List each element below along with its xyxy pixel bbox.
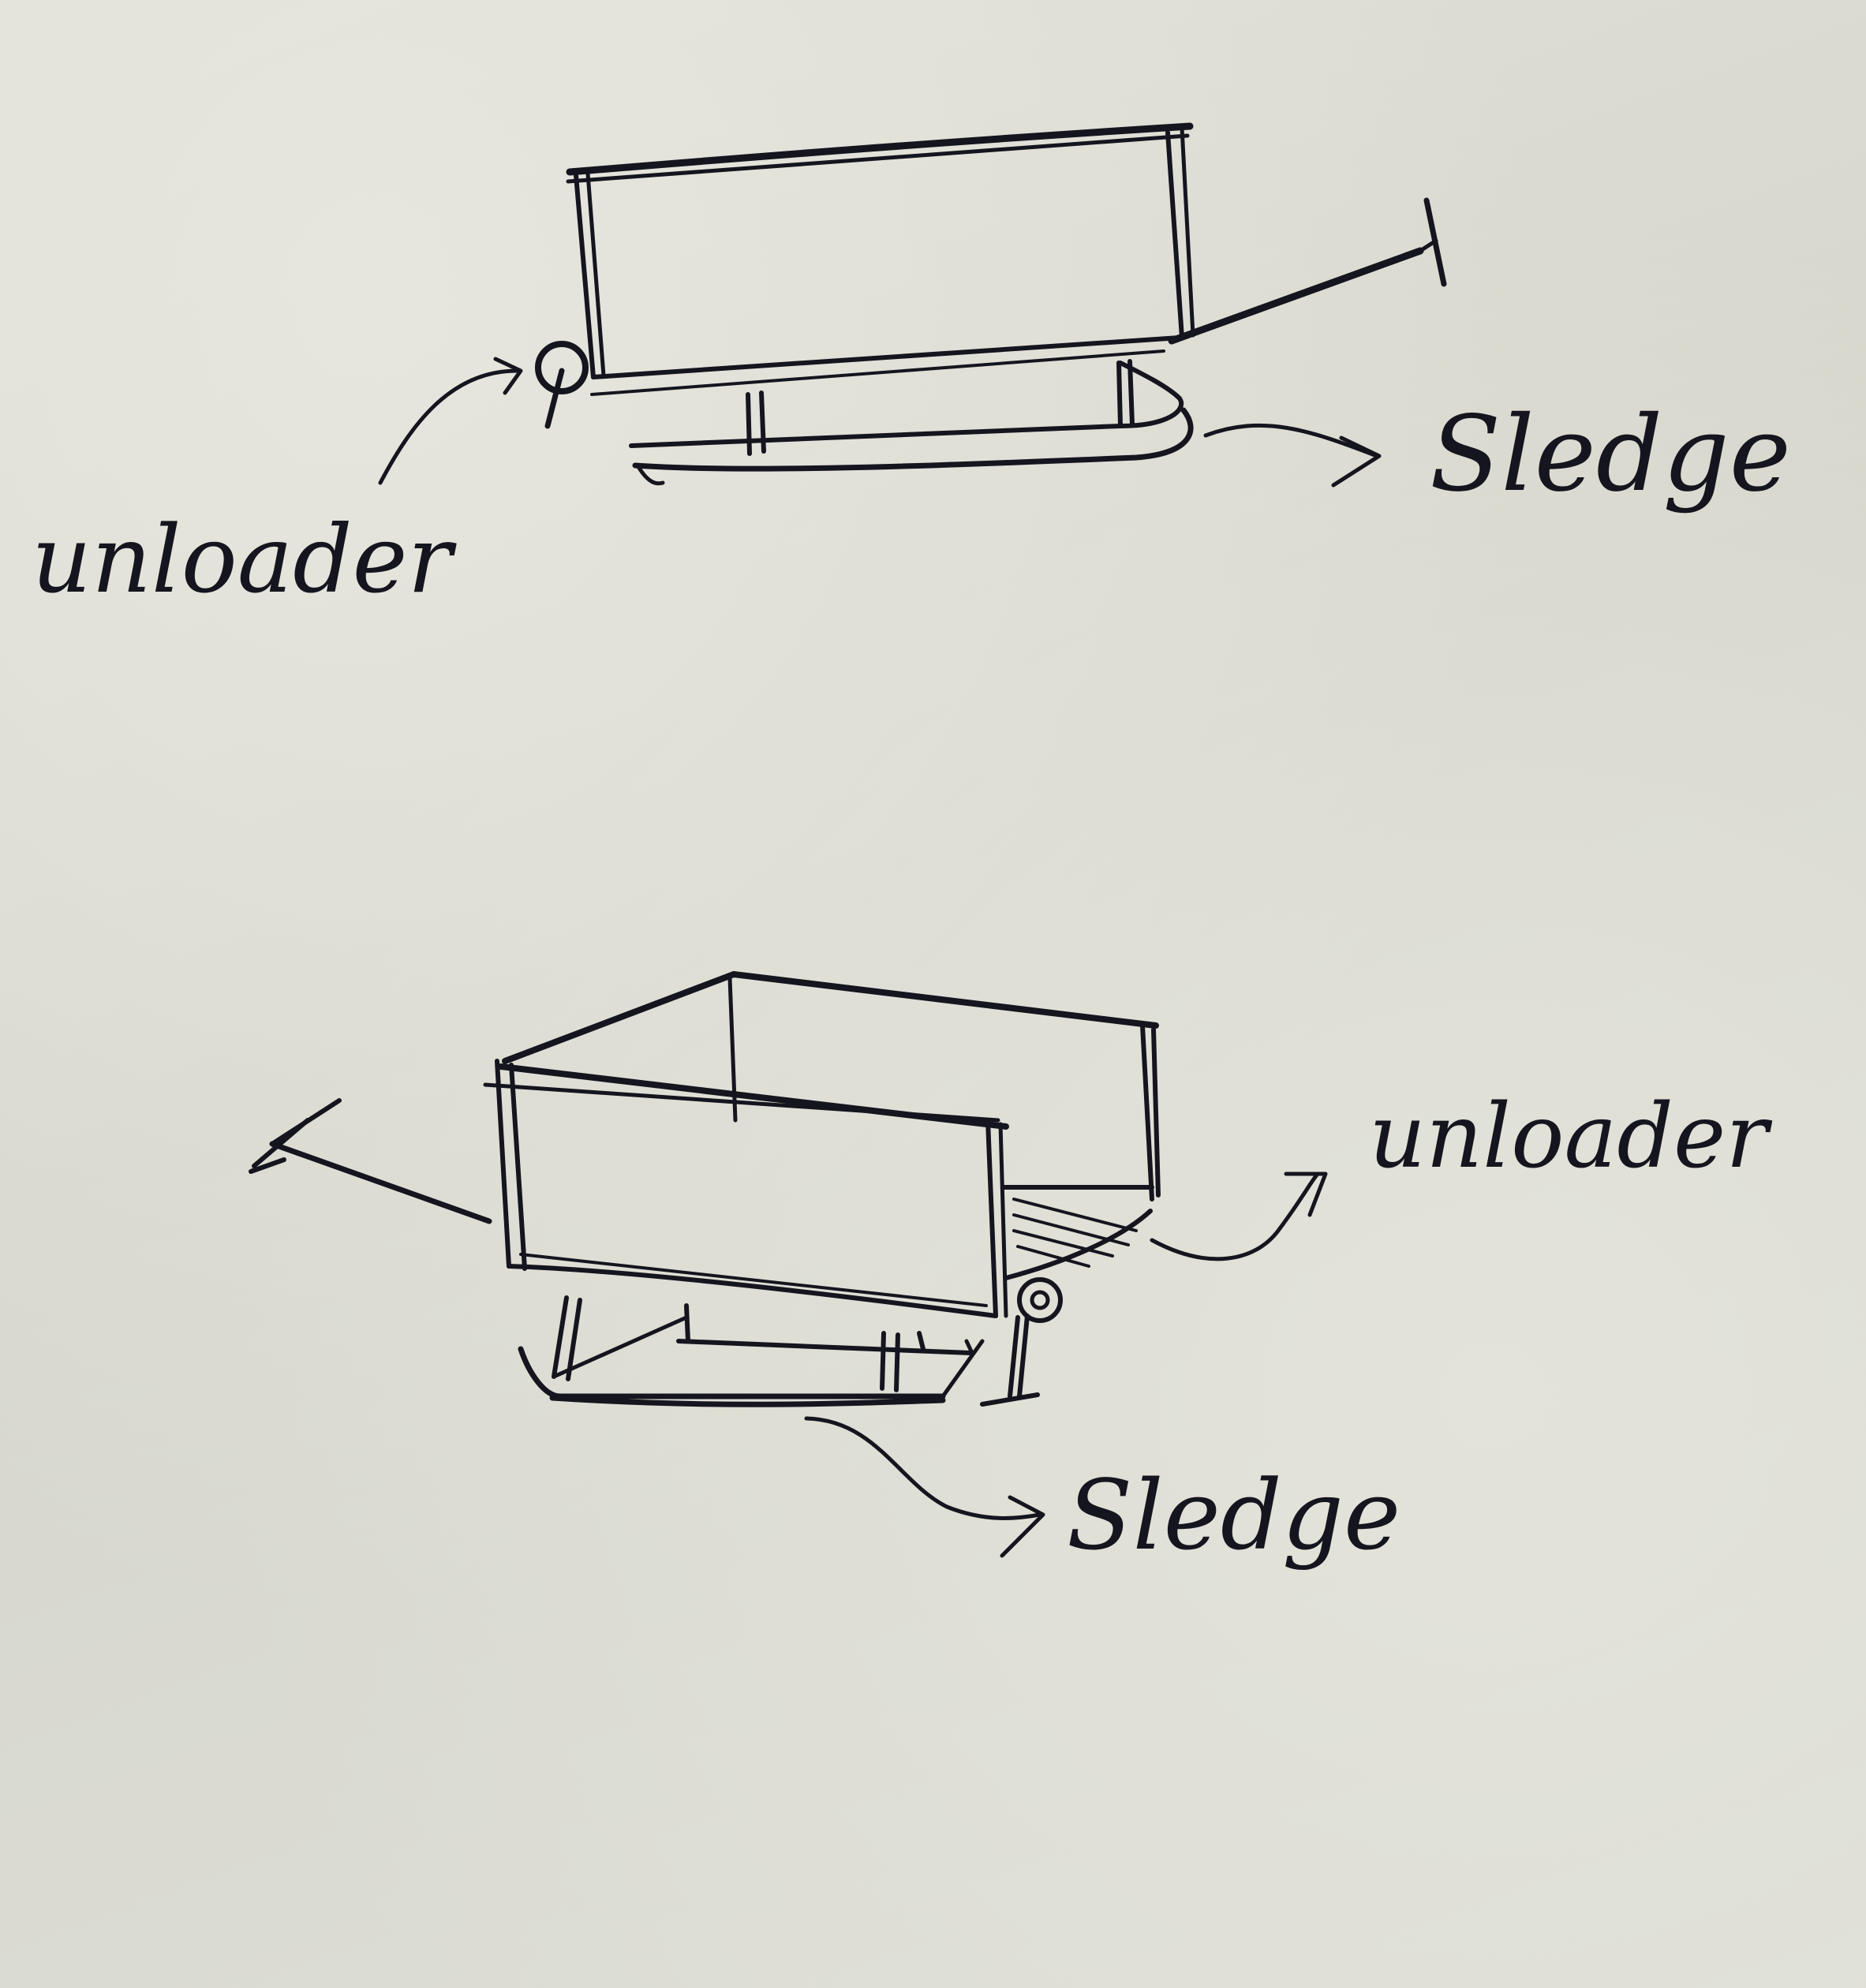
bottom-sledge [518, 1295, 985, 1407]
top-sledge-label: Sledge [1430, 394, 1791, 515]
bottom-tow-handle [249, 1098, 492, 1224]
bottom-sketch [249, 971, 1328, 1558]
top-cart-body [566, 122, 1195, 396]
top-tow-handle [1168, 197, 1447, 345]
top-sledge-arrow [1203, 423, 1382, 488]
bottom-sledge-arrow [804, 1416, 1045, 1558]
top-sledge [629, 359, 1194, 486]
top-unloader-label: unloader [32, 505, 452, 614]
bottom-unloader-roller [980, 1185, 1154, 1407]
bottom-unloader-label: unloader [1369, 1086, 1768, 1188]
top-sketch [378, 122, 1447, 488]
bottom-cart-body [483, 971, 1161, 1318]
bottom-sledge-label: Sledge [1067, 1459, 1401, 1571]
top-unloader-arrow [378, 357, 523, 485]
top-unloader-roller [535, 341, 589, 429]
bottom-unloader-arrow [1150, 1172, 1328, 1261]
